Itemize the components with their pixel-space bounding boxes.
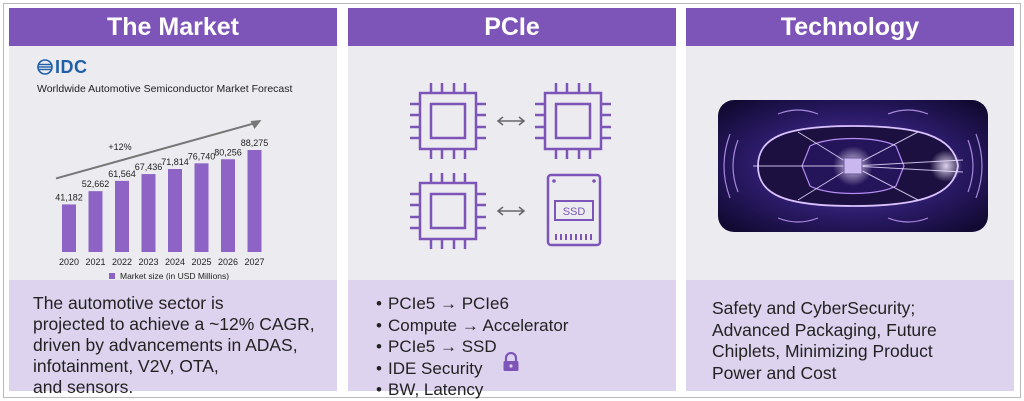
market-summary-line: infotainment, V2V, OTA, xyxy=(33,356,219,376)
pcie-title: PCIe xyxy=(348,8,676,46)
list-item: •PCIe5 → SSD xyxy=(376,337,497,356)
technology-summary-line: Safety and CyberSecurity; xyxy=(712,298,916,318)
double-arrow-icon xyxy=(496,116,526,126)
bar-value-label: 80,256 xyxy=(214,147,242,157)
list-item: •BW, Latency xyxy=(376,380,484,399)
bar xyxy=(194,163,209,252)
bar xyxy=(247,150,262,252)
x-tick-label: 2021 xyxy=(85,257,105,267)
list-item: •PCIe5 → PCIe6 xyxy=(376,294,509,313)
bar-value-label: 52,662 xyxy=(82,179,110,189)
market-summary-line: projected to achieve a ~12% CAGR, xyxy=(33,314,315,334)
bar xyxy=(62,204,76,252)
market-summary-line: driven by advancements in ADAS, xyxy=(33,335,298,355)
technology-title: Technology xyxy=(686,8,1014,46)
bar-value-label: 61,564 xyxy=(108,169,136,179)
chip-icon xyxy=(408,81,488,161)
idc-logo-text: IDC xyxy=(55,57,88,77)
market-bar-chart: +12% 41,182 2020 52,662 2021 61,564 2022 67,436… xyxy=(55,120,269,280)
market-summary-line: The automotive sector is xyxy=(33,293,224,313)
legend-label: Market size (in USD Millions) xyxy=(120,271,229,280)
pcie-diagram: SSD xyxy=(408,81,613,251)
chip-icon xyxy=(533,81,613,161)
chart-annotation: +12% xyxy=(108,142,131,152)
car-image xyxy=(718,100,988,232)
x-tick-label: 2026 xyxy=(218,257,238,267)
pcie-panel: PCIe xyxy=(348,8,676,399)
x-tick-label: 2025 xyxy=(191,257,211,267)
x-tick-label: 2020 xyxy=(59,257,79,267)
technology-panel: Technology xyxy=(686,8,1014,391)
technology-summary-line: Power and Cost xyxy=(712,362,837,383)
bar xyxy=(88,191,103,252)
ssd-icon xyxy=(546,173,602,247)
technology-summary: Safety and CyberSecurity; Advanced Packa… xyxy=(712,298,1002,384)
bar-value-label: 88,275 xyxy=(241,138,269,148)
technology-summary-line: Advanced Packaging, Future xyxy=(712,319,937,340)
legend-swatch xyxy=(109,273,115,279)
market-summary-box: The automotive sector is projected to ac… xyxy=(9,280,337,397)
x-tick-label: 2027 xyxy=(244,257,264,267)
bar xyxy=(168,169,182,252)
pcie-bullets-box: •PCIe5 → PCIe6 •Compute → Accelerator •P… xyxy=(348,280,676,399)
x-tick-label: 2023 xyxy=(138,257,158,267)
lock-icon xyxy=(503,352,519,371)
list-item: •Compute → Accelerator xyxy=(376,315,569,335)
bar-value-label: 41,182 xyxy=(55,192,83,202)
bar-value-label: 76,740 xyxy=(188,151,216,161)
bar xyxy=(221,159,235,252)
double-arrow-icon xyxy=(496,206,526,216)
x-tick-label: 2024 xyxy=(165,257,185,267)
list-item: •IDE Security xyxy=(376,358,483,378)
trend-arrow-head xyxy=(250,120,262,129)
technology-summary-line: Chiplets, Minimizing Product xyxy=(712,341,933,361)
bar-value-label: 67,436 xyxy=(135,162,163,172)
ssd-label: SSD xyxy=(563,206,586,218)
market-panel: The Market IDC Worldwide Automotive Semi… xyxy=(9,8,337,397)
chart-subtitle: Worldwide Automotive Semiconductor Marke… xyxy=(37,83,293,95)
pcie-bullet-list: •PCIe5 → PCIe6 •Compute → Accelerator •P… xyxy=(376,293,568,401)
bar xyxy=(115,180,129,252)
market-summary: The automotive sector is projected to ac… xyxy=(33,293,329,398)
car-icon xyxy=(718,100,988,232)
bar xyxy=(141,174,156,252)
technology-summary-box: Safety and CyberSecurity; Advanced Packa… xyxy=(686,280,1014,391)
bar-value-label: 71,814 xyxy=(161,157,189,167)
market-title: The Market xyxy=(9,8,337,46)
chip-icon xyxy=(408,171,488,251)
trend-arrow-line xyxy=(55,122,256,180)
idc-logo-icon xyxy=(37,59,53,75)
x-tick-label: 2022 xyxy=(112,257,132,267)
market-summary-line: and sensors. xyxy=(33,377,134,397)
